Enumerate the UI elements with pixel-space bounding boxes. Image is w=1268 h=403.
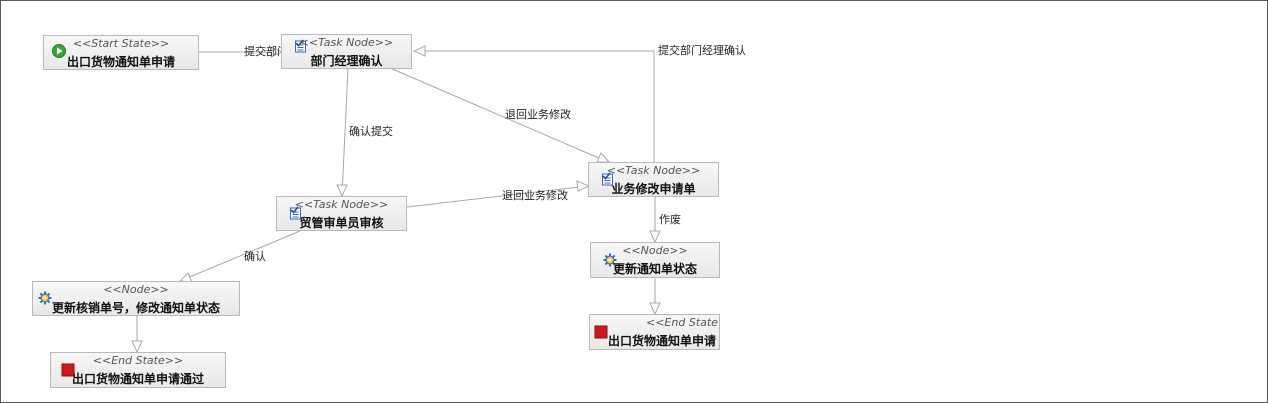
node-title: 出口货物通知单申请 — [66, 55, 175, 69]
node-stereotype: <<End State>> — [92, 354, 184, 367]
arrowhead-icon — [412, 45, 426, 57]
edge-label-confirm: 确认 — [244, 250, 266, 263]
node-title: 更新通知单状态 — [612, 262, 697, 276]
task-check-icon — [602, 172, 613, 186]
task-node-biz-modify[interactable]: <<Task Node>> 业务修改申请单 — [588, 162, 719, 197]
task-node-dept-confirm[interactable]: <<Task Node>> 部门经理确认 — [281, 34, 412, 69]
node-stereotype: <<Task Node>> — [294, 198, 389, 211]
arrowhead-icon — [649, 230, 661, 244]
task-node-trade-review[interactable]: <<Task Node>> 贸管审单员审核 — [276, 196, 407, 231]
node-stereotype: <<Node>> — [622, 244, 688, 257]
gear-icon — [38, 291, 52, 305]
node-title: 出口货物通知单申请通过 — [71, 372, 204, 386]
node-stereotype: <<End State>> — [646, 316, 719, 329]
edge-confirm-submit[interactable] — [341, 67, 349, 197]
arrowhead-icon — [270, 46, 284, 58]
end-state-node-pass[interactable]: <<End State>> 出口货物通知单申请通过 — [50, 352, 226, 388]
edge-label-return-biz-modify-1: 退回业务修改 — [505, 108, 571, 121]
arrowhead-icon — [131, 340, 143, 354]
node-title: 出口货物通知单申请 — [608, 334, 717, 348]
play-icon — [52, 44, 66, 58]
edge-label-return-biz-modify-2: 退回业务修改 — [502, 189, 568, 202]
task-check-icon — [295, 39, 306, 53]
edge-return-biz-modify-1[interactable] — [389, 67, 609, 163]
node-title: 更新核销单号，修改通知单状态 — [51, 301, 220, 315]
node-stereotype: <<Node>> — [103, 283, 169, 296]
node-title: 业务修改申请单 — [611, 182, 696, 196]
node-title: 部门经理确认 — [310, 54, 383, 68]
node-update-status[interactable]: <<Node>> 更新通知单状态 — [590, 242, 720, 278]
arrowhead-icon — [336, 184, 348, 198]
edge-confirm[interactable] — [179, 230, 301, 282]
edge-label-confirm-submit: 确认提交 — [349, 125, 393, 138]
edge-label-void: 作废 — [659, 213, 681, 226]
stop-icon — [61, 363, 75, 377]
arrowhead-icon — [649, 302, 661, 316]
task-check-icon — [290, 206, 301, 220]
start-state-node[interactable]: <<Start State>> 出口货物通知单申请 — [43, 35, 199, 70]
gear-icon — [603, 253, 617, 267]
edge-label-resubmit-to-manager: 提交部门经理确认 — [658, 44, 746, 57]
node-title: 贸管审单员审核 — [299, 216, 384, 230]
node-stereotype: <<Task Node>> — [299, 36, 394, 49]
node-stereotype: <<Task Node>> — [606, 164, 701, 177]
edge-return-biz-modify-2[interactable] — [406, 185, 589, 208]
end-state-node-void[interactable]: <<End State>> 出口货物通知单申请 — [589, 314, 720, 350]
node-stereotype: <<Start State>> — [72, 37, 170, 50]
edge-resubmit-to-manager[interactable] — [414, 50, 655, 162]
arrowhead-icon — [576, 180, 591, 192]
stop-icon — [594, 325, 608, 339]
arrowhead-icon — [596, 152, 611, 163]
node-update-verify[interactable]: <<Node>> 更新核销单号，修改通知单状态 — [32, 281, 240, 316]
